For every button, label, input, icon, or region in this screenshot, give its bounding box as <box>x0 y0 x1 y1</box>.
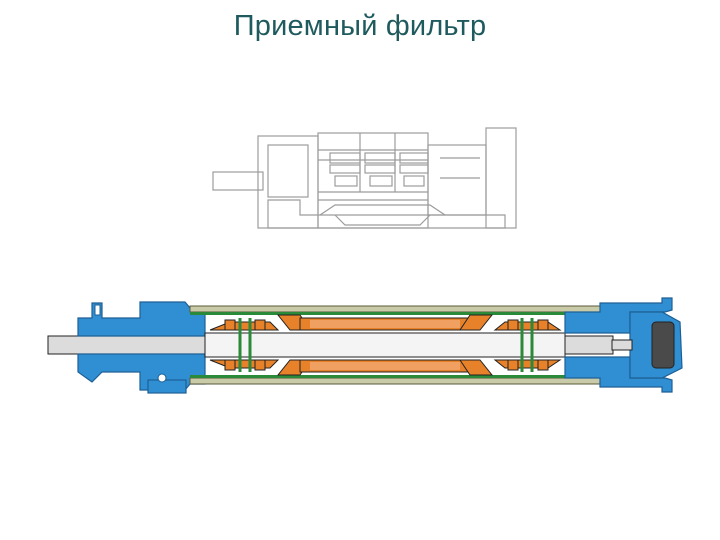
left-housing-top <box>77 301 206 337</box>
outer-tube-bottom <box>189 377 631 385</box>
right-housing-top <box>564 297 673 334</box>
right-wedge-top <box>459 314 494 331</box>
outer-tube-top <box>189 305 631 313</box>
right-bearing-assembly <box>493 318 562 372</box>
inner-tube <box>204 332 566 358</box>
right-end-plug <box>651 321 675 369</box>
top-shaft <box>212 171 264 191</box>
slide-title: Приемный фильтр <box>233 10 487 42</box>
left-bearing-assembly <box>209 318 280 372</box>
right-wedge-bottom <box>459 359 494 376</box>
housing-port <box>147 379 187 394</box>
